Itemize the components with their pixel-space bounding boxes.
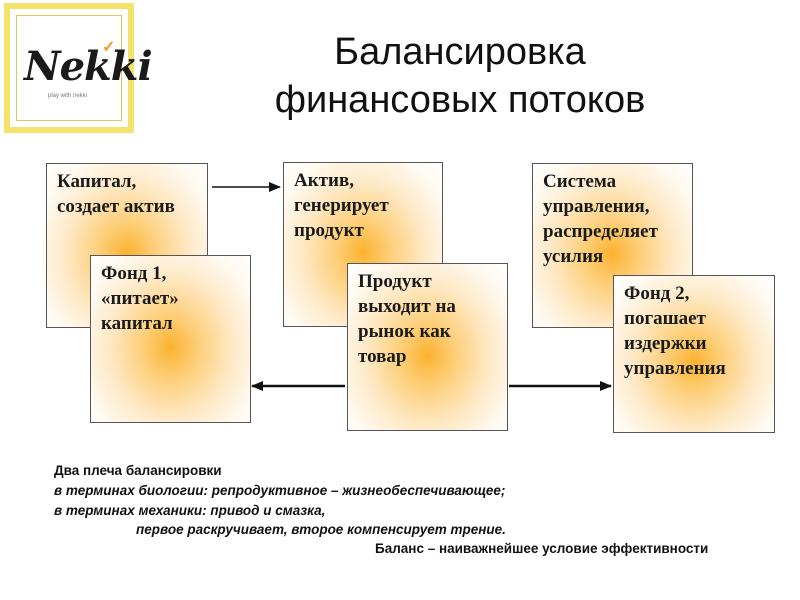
logo-inner-border (16, 15, 122, 121)
box-fund-2: Фонд 2, погашает издержки управления (613, 275, 775, 433)
box-fund-1: Фонд 1, «питает» капитал (90, 255, 251, 423)
box-product-line-3: рынок как (358, 321, 451, 342)
logo-brand: Nekki (24, 43, 153, 90)
title-line-2: финансовых потоков (274, 79, 646, 121)
note-line-3: в терминах механики: привод и смазка, (54, 503, 326, 518)
note-line-4: первое раскручивает, второе компенсирует… (136, 522, 506, 537)
note-line-2: в терминах биологии: репродуктивное – жи… (54, 483, 506, 498)
box-system-line-2: управления, (543, 196, 650, 217)
logo: Nekki ✓ play with nekki (4, 3, 153, 133)
box-fund-2-line-3: издержки (624, 333, 707, 354)
note-line-1: Два плеча балансировки (54, 463, 222, 478)
box-fund-1-line-1: Фонд 1, (101, 263, 167, 284)
slide-title: Балансировка финансовых потоков (200, 28, 720, 124)
box-asset-line-3: продукт (294, 220, 364, 241)
box-fund-2-line-4: управления (624, 358, 726, 379)
box-capital-line-1: Капитал, (57, 171, 137, 192)
box-system-line-4: усилия (543, 246, 604, 267)
box-system-line-1: Система (543, 171, 617, 192)
box-fund-2-line-1: Фонд 2, (624, 283, 690, 304)
box-fund-1-line-3: капитал (101, 313, 173, 334)
logo-swoosh-icon: ✓ (102, 39, 116, 56)
box-product-line-1: Продукт (358, 271, 432, 292)
box-fund-1-line-2: «питает» (101, 288, 179, 309)
box-capital-line-2: создает актив (57, 196, 175, 217)
title-line-1: Балансировка (334, 31, 586, 73)
box-product: Продукт выходит на рынок как товар (347, 263, 508, 431)
box-fund-2-line-2: погашает (624, 308, 706, 329)
note-line-5: Баланс – наиважнейшее условие эффективно… (375, 541, 709, 556)
box-asset-line-1: Актив, (294, 170, 354, 191)
box-asset-line-2: генерирует (294, 195, 389, 216)
box-product-line-2: выходит на (358, 296, 456, 317)
logo-tagline: play with nekki (48, 93, 88, 99)
box-product-line-4: товар (358, 346, 407, 367)
box-system-line-3: распределяет (543, 221, 658, 242)
